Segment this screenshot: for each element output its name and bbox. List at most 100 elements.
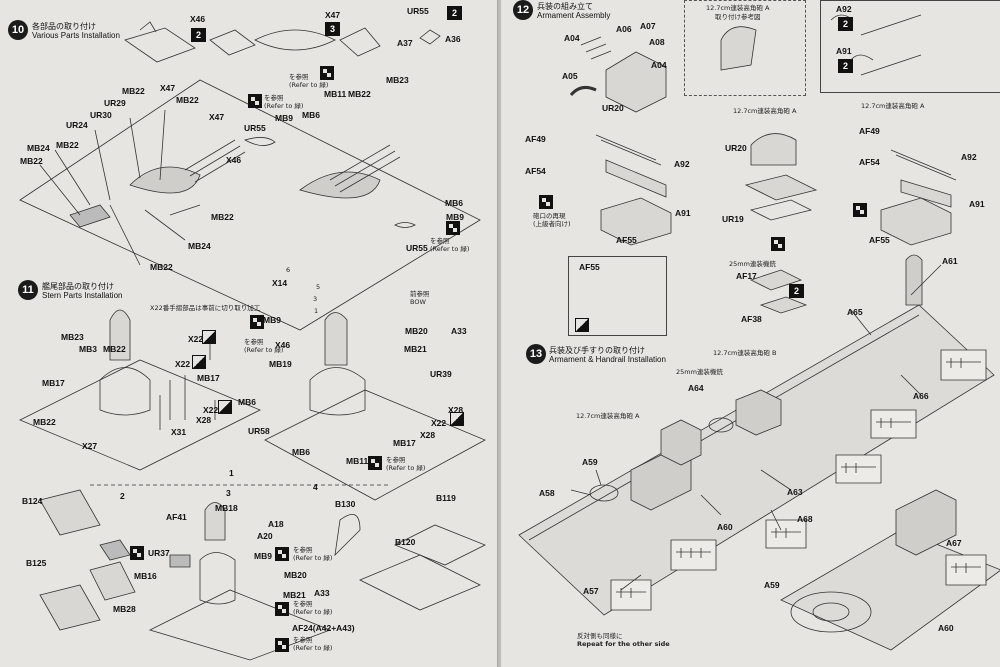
step-title-en: Armament & Handrail Installation [549,355,666,364]
part-label: MB6 [445,198,463,208]
part-label: A61 [942,256,958,266]
substep-number: 2 [120,491,125,501]
part-label: A68 [797,514,813,524]
part-label: X22 [203,405,219,415]
part-label: A59 [764,580,780,590]
quantity-badge: 2 [838,17,853,31]
part-label: UR55 [407,6,429,16]
part-label: A33 [314,588,330,598]
refer-icon [446,221,460,235]
gun-note: 12.7cm連装高角砲 A [576,412,640,420]
parts-box [820,0,1000,93]
refer-note: を参照 (Refer to 緑) [293,546,333,562]
part-label: MB9 [254,551,272,561]
part-label: X47 [160,83,176,93]
part-label: A65 [847,307,863,317]
part-label: B119 [436,493,456,503]
step-title-ja: 兵装の組み立て [537,2,593,11]
part-label: AF55 [579,262,600,272]
part-label: UR58 [248,426,270,436]
muzzle-icon [853,203,867,217]
refer-note: を参照 (Refer to 緑) [430,237,470,253]
part-label: MB22 [150,262,173,272]
part-label: A36 [445,34,461,44]
part-label: MB22 [348,89,371,99]
part-label: A06 [616,24,632,34]
part-label: A60 [717,522,733,532]
part-label: AF49 [525,134,546,144]
part-label: MB6 [302,110,320,120]
part-label: A05 [562,71,578,81]
part-label: MB3 [79,344,97,354]
right-page: 12 兵装の組み立て Armament Assembly 12.7cm連装高角砲… [500,0,1000,667]
part-label: AF54 [525,166,546,176]
reference-note: 12.7cm連装高角砲 A 取り付け参考図 [706,4,770,21]
part-label: A04 [651,60,667,70]
part-label: MB28 [113,604,136,614]
refer-icon [275,602,289,616]
substep-number: 1 [229,468,234,478]
part-label: UR24 [66,120,88,130]
part-label: MB11 [324,89,347,99]
part-label: X47 [209,112,225,122]
part-label: A92 [961,152,977,162]
part-label: MB19 [269,359,292,369]
part-label: B125 [26,558,47,568]
part-label: A18 [268,519,284,529]
part-label: AF38 [741,314,762,324]
part-label: A66 [913,391,929,401]
part-label: MB17 [42,378,65,388]
part-label: MB22 [103,344,126,354]
step-title-ja: 各部品の取り付け [32,22,96,31]
step-title-en: Armament Assembly [537,11,611,20]
part-label: AF17 [736,271,757,281]
part-label: MB9 [263,315,281,325]
repeat-note-ja: 反対側も同様に [577,632,623,640]
part-label: MB11 [346,456,369,466]
part-label-a92-box: A92 [836,4,852,14]
part-label: AF24(A42+A43) [292,623,355,633]
gun-note: 12.7cm連装高角砲 A [733,107,797,115]
part-label: MB6 [292,447,310,457]
muzzle-note: 砲口の再現 (上級者向け) [533,212,571,228]
cut-icon [575,318,589,332]
right-page-drawings [518,14,1000,651]
refer-note: を参照 (Refer to 緑) [244,338,284,354]
step-title-en: Stern Parts Installation [42,291,123,300]
gun-note: 12.7cm連装高角砲 A [861,102,925,110]
part-label: A92 [674,159,690,169]
part-label: MB18 [215,503,238,513]
refer-note: を参照 (Refer to 緑) [293,600,333,616]
part-label: UR30 [90,110,112,120]
bow-note: 前参照 BOW [410,290,430,306]
part-label: MB17 [393,438,416,448]
part-label: A57 [583,586,599,596]
cut-icon [202,330,216,344]
part-label: X27 [82,441,98,451]
step-title-ja: 艦尾部品の取り付け [42,282,114,291]
part-label: A07 [640,21,656,31]
quantity-badge: 2 [789,284,804,298]
left-page-drawings [19,21,486,661]
step-number-13: 13 [526,344,546,364]
part-label: MB17 [197,373,220,383]
part-label: B130 [335,499,356,509]
part-label: MB22 [211,212,234,222]
cut-icon [218,400,232,414]
part-label: A67 [946,538,962,548]
quantity-badge: 3 [325,22,340,36]
part-label: A20 [257,531,273,541]
substep-number: 4 [313,482,318,492]
muzzle-icon [771,237,785,251]
part-label: A91 [969,199,985,209]
part-label: A59 [582,457,598,467]
part-label: AF54 [859,157,880,167]
quantity-badge: 2 [447,6,462,20]
gun-note: 25mm連装機銃 [729,260,776,268]
part-label: MB9 [275,113,293,123]
part-label: X22 [175,359,191,369]
part-label: MB23 [386,75,409,85]
refer-icon [248,94,262,108]
step-title-en: Various Parts Installation [32,31,120,40]
